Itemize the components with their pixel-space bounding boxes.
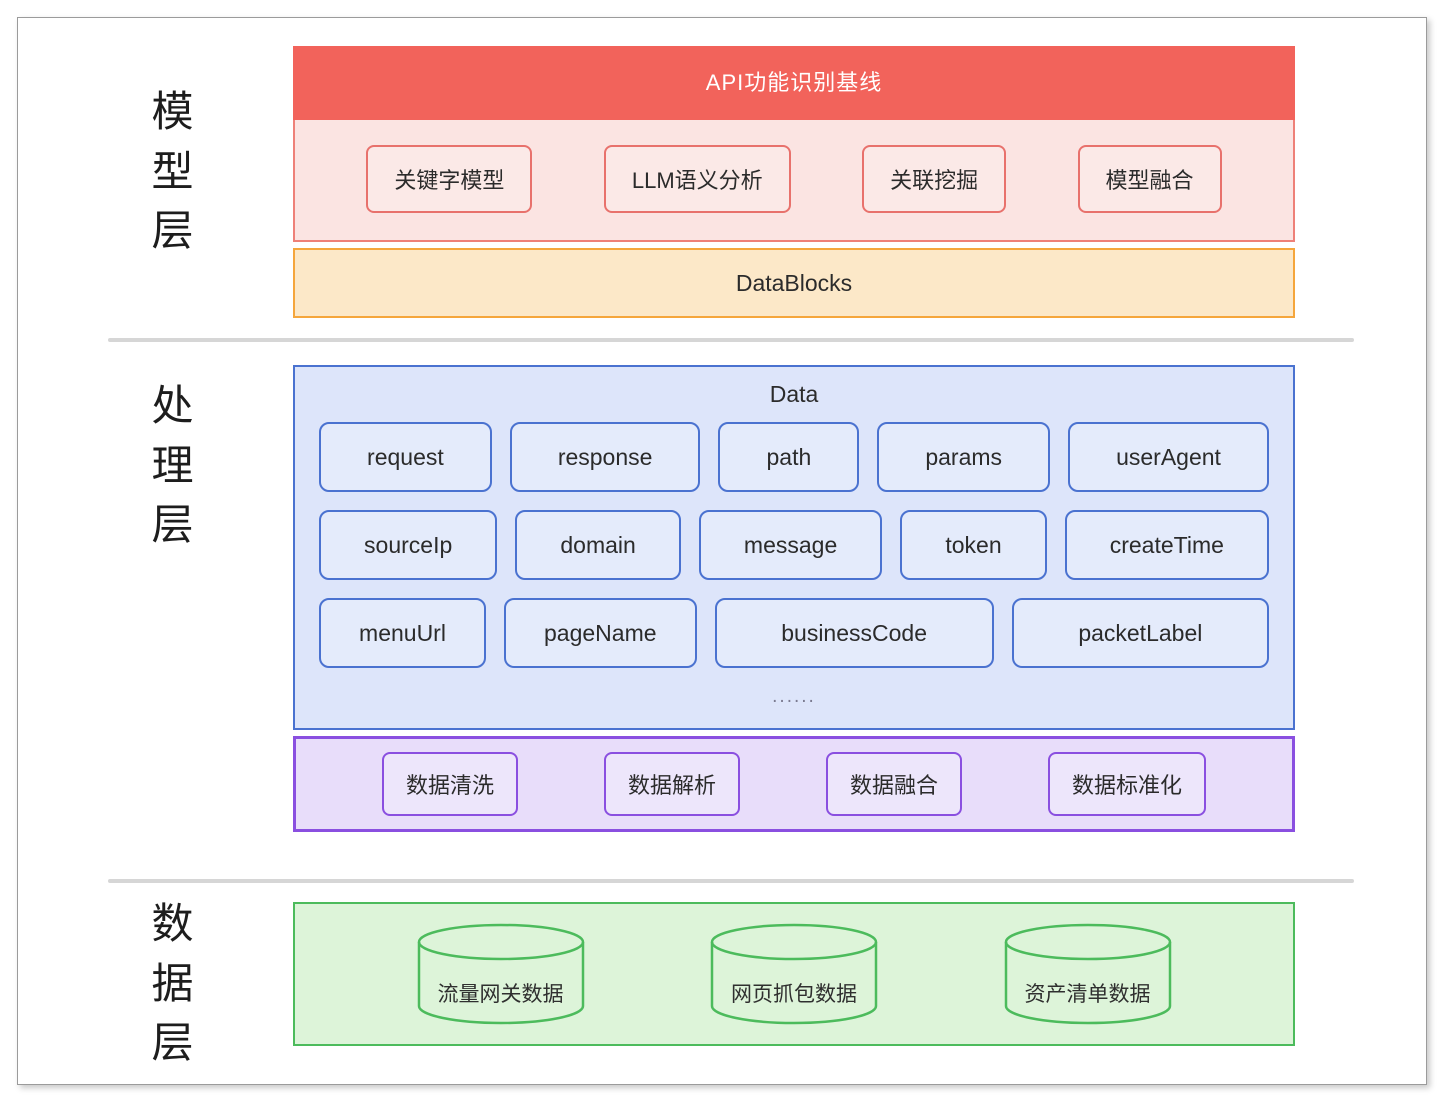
data-field-sourceip[interactable]: sourceIp (319, 510, 498, 580)
diagram-frame: 模 型 层 API功能识别基线 关键字模型 LLM语义分析 关联挖掘 模型融合 … (17, 17, 1427, 1085)
data-field-packetlabel[interactable]: packetLabel (1011, 598, 1270, 668)
database-cylinder-icon (710, 923, 878, 1025)
transform-data-parsing[interactable]: 数据解析 (603, 752, 740, 816)
data-field-useragent[interactable]: userAgent (1068, 422, 1269, 492)
layer-label-data-char-0: 数 (151, 900, 195, 947)
transform-data-cleaning[interactable]: 数据清洗 (381, 752, 518, 816)
data-source-label-asset-inventory: 资产清单数据 (1024, 983, 1151, 1006)
data-field-pagename[interactable]: pageName (503, 598, 697, 668)
layer-label-data-char-2: 层 (151, 1019, 195, 1067)
layer-label-data: 数 据 层 (128, 894, 218, 1073)
data-transform-band: 数据清洗 数据解析 数据融合 数据标准化 (293, 736, 1295, 832)
model-method-llm-semantic[interactable]: LLM语义分析 (603, 145, 791, 213)
data-source-label-web-packet-capture: 网页抓包数据 (731, 983, 857, 1006)
layer-label-model: 模 型 层 (128, 82, 218, 261)
data-field-row-3: menuUrl pageName businessCode packetLabe… (319, 598, 1270, 668)
data-field-response[interactable]: response (509, 422, 701, 492)
data-field-path[interactable]: path (718, 422, 860, 492)
database-cylinder-icon (1004, 923, 1171, 1025)
layer-label-model-char-1: 型 (151, 147, 195, 195)
layer-label-data-char-1: 据 (151, 959, 195, 1007)
datablocks-band: DataBlocks (293, 248, 1295, 318)
data-field-row-2: sourceIp domain message token createTime (319, 510, 1269, 580)
data-field-message[interactable]: message (698, 510, 883, 580)
layer-label-processing: 处 理 层 (128, 376, 218, 555)
data-field-params[interactable]: params (877, 422, 1051, 492)
layer-label-processing-char-1: 理 (151, 441, 195, 489)
data-field-businesscode[interactable]: businessCode (714, 598, 994, 668)
data-fields-ellipsis: ...... (772, 686, 816, 707)
data-source-web-packet-capture[interactable]: 网页抓包数据 (706, 922, 882, 1026)
data-source-asset-inventory[interactable]: 资产清单数据 (1000, 922, 1176, 1026)
model-method-keyword[interactable]: 关键字模型 (366, 145, 533, 213)
layer-divider-bottom (108, 879, 1354, 883)
layer-label-processing-char-2: 层 (151, 501, 195, 549)
data-field-domain[interactable]: domain (515, 510, 681, 580)
data-field-request[interactable]: request (319, 422, 492, 492)
layer-label-model-char-0: 模 (151, 88, 195, 135)
model-layer: API功能识别基线 关键字模型 LLM语义分析 关联挖掘 模型融合 DataBl… (293, 46, 1295, 318)
layer-label-model-char-2: 层 (151, 207, 195, 255)
transform-data-fusion[interactable]: 数据融合 (825, 752, 962, 816)
data-field-token[interactable]: token (900, 510, 1047, 580)
api-baseline-header: API功能识别基线 (293, 46, 1295, 120)
transform-data-standardization[interactable]: 数据标准化 (1047, 752, 1206, 816)
data-field-createtime[interactable]: createTime (1064, 510, 1269, 580)
data-panel-title: Data (769, 381, 819, 407)
layer-divider-top (108, 338, 1354, 342)
model-method-model-fusion[interactable]: 模型融合 (1077, 145, 1222, 213)
data-field-menuurl[interactable]: menuUrl (319, 598, 486, 668)
data-field-row-1: request response path params userAgent (319, 422, 1269, 492)
model-method-association-mining[interactable]: 关联挖掘 (862, 145, 1007, 213)
data-source-label-traffic-gateway: 流量网关数据 (437, 983, 564, 1006)
database-cylinder-icon (417, 923, 584, 1025)
layer-label-processing-char-0: 处 (151, 382, 195, 429)
processing-layer: Data request response path params userAg… (293, 365, 1295, 832)
model-methods-container: 关键字模型 LLM语义分析 关联挖掘 模型融合 (293, 120, 1295, 242)
data-source-traffic-gateway[interactable]: 流量网关数据 (413, 922, 589, 1026)
data-fields-panel: Data request response path params userAg… (293, 365, 1295, 730)
data-layer: 流量网关数据 网页抓包数据 资产清单数据 (293, 902, 1295, 1046)
